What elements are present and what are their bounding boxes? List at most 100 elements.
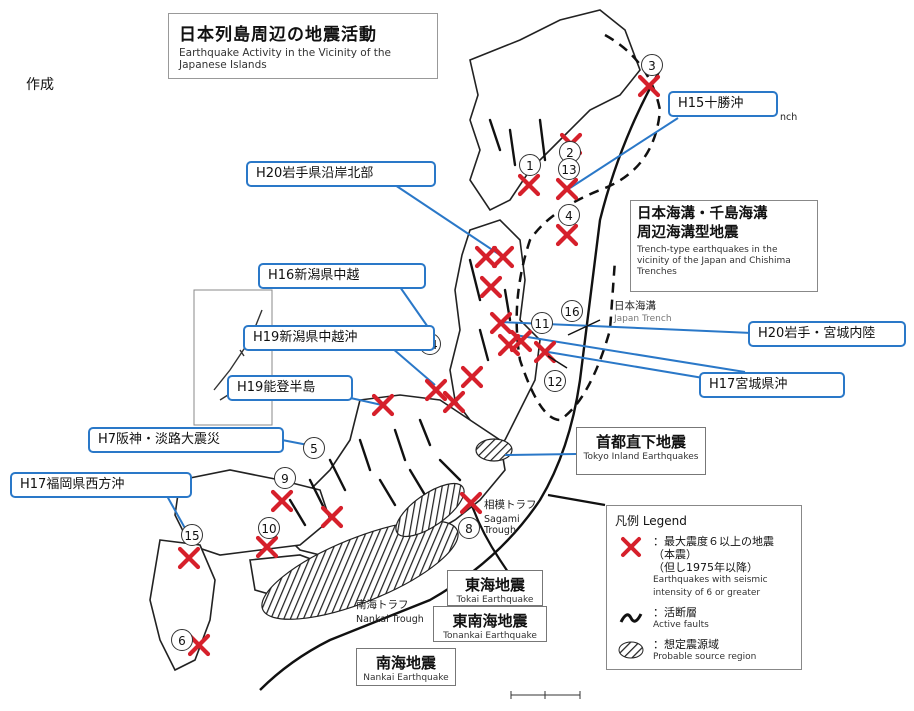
quake-mark <box>474 245 498 269</box>
callout-h7: H7阪神・淡路大震災 <box>88 427 284 453</box>
hokkaido-outline <box>469 9 641 212</box>
legend-quake-jp2: （但し1975年以降） <box>653 561 758 574</box>
zone-tonankai: 東南海地震 Tonankai Earthquake <box>433 606 547 642</box>
trench-title-en: Trench-type earthquakes in the vicinity … <box>637 245 791 277</box>
legend: 凡例 Legend ：最大震度６以上の地震（本震） （但し1975年以降） Ea… <box>606 505 802 670</box>
quake-mark <box>491 245 515 269</box>
quake-mark <box>187 633 211 657</box>
source-tokai <box>395 482 465 538</box>
zone-nankai-jp: 南海地震 <box>375 654 436 672</box>
quake-mark <box>517 173 541 197</box>
legend-fault-en: Active faults <box>653 620 709 630</box>
quake-mark <box>442 390 466 414</box>
trench-fragment-label: nch <box>780 112 798 123</box>
zone-tokyo: 首都直下地震 Tokyo Inland Earthquakes <box>576 427 706 475</box>
callout-h17-miyagi: H17宮城県沖 <box>699 372 845 398</box>
quake-mark <box>255 535 279 559</box>
japan-trench-label-en: Japan Trench <box>614 314 672 324</box>
callout-h19-noto: H19能登半島 <box>227 375 353 401</box>
event-number: 10 <box>258 517 280 539</box>
sagami-label-jp: 相模トラフ <box>484 499 537 511</box>
kuril-trench-dashed <box>515 33 662 422</box>
japan-trench-line <box>259 69 662 691</box>
event-number: 15 <box>181 524 203 546</box>
event-number: 11 <box>531 312 553 334</box>
legend-heading: 凡例 Legend <box>615 514 687 528</box>
event-number: 4 <box>558 204 580 226</box>
quake-mark <box>270 489 294 513</box>
fault-line-icon <box>619 613 643 623</box>
event-number: 8 <box>458 517 480 539</box>
source-tokyo <box>475 438 513 462</box>
event-number: 3 <box>641 54 663 76</box>
arrow-16 <box>567 319 601 336</box>
legend-fault-row: ：活断層 Active faults <box>615 606 793 632</box>
legend-fault-jp: ：活断層 <box>653 606 697 619</box>
arrow-12 <box>547 355 568 369</box>
quake-mark <box>509 329 533 353</box>
quake-mark <box>460 365 484 389</box>
sagami-trough-line <box>468 499 511 576</box>
quake-mark <box>320 505 344 529</box>
japan-trench-label-jp: 日本海溝 <box>614 300 656 312</box>
event-number: 5 <box>303 437 325 459</box>
quake-mark <box>637 74 661 98</box>
map-title-jp: 日本列島周辺の地震活動 <box>179 25 377 45</box>
quake-marks <box>177 74 661 657</box>
scale-bar <box>510 691 581 699</box>
zone-nankai: 南海地震 Nankai Earthquake <box>356 648 456 686</box>
quake-mark <box>371 393 395 417</box>
legend-source-jp: ：想定震源域 <box>653 638 719 651</box>
inset-frame <box>193 289 273 426</box>
callout-h19-niigata: H19新潟県中越沖 <box>243 325 435 351</box>
source-nankai <box>261 520 459 620</box>
callout-h20-iwate: H20岩手県沿岸北部 <box>246 161 436 187</box>
zone-tokai-en: Tokai Earthquake <box>456 595 534 605</box>
quake-mark <box>424 378 448 402</box>
nankai-trough-label-jp: 南海トラフ <box>356 599 409 611</box>
callout-h15: H15十勝沖 <box>668 91 778 117</box>
event-number: 6 <box>171 629 193 651</box>
trench-title-line2: 周辺海溝型地震 <box>637 225 739 241</box>
event-number: 1 <box>519 154 541 176</box>
side-note: 作成 <box>26 77 54 93</box>
callout-h17-fukuoka: H17福岡県西方沖 <box>10 472 192 498</box>
quake-mark <box>479 275 503 299</box>
zone-tokyo-jp: 首都直下地震 <box>595 433 686 451</box>
quake-mark <box>459 491 483 515</box>
trench-info-box: 日本海溝・千島海溝 周辺海溝型地震 Trench-type earthquake… <box>630 200 818 292</box>
izu-line <box>547 493 606 507</box>
quake-mark <box>497 333 521 357</box>
quake-cross-icon <box>621 537 641 557</box>
map-title-box: 日本列島周辺の地震活動 Earthquake Activity in the V… <box>168 13 438 79</box>
zone-nankai-en: Nankai Earthquake <box>363 673 449 683</box>
event-number: 13 <box>558 158 580 180</box>
callout-h16: H16新潟県中越 <box>258 263 426 289</box>
legend-quake-jp: ：最大震度６以上の地震（本震） <box>653 535 774 561</box>
zone-tokai-jp: 東海地震 <box>464 576 525 594</box>
callout-h20-miyagi: H20岩手・宮城内陸 <box>748 321 906 347</box>
trench-title-line1: 日本海溝・千島海溝 <box>637 206 768 222</box>
legend-source-en: Probable source region <box>653 652 757 662</box>
legend-quake-en: Earthquakes with seismic intensity of 6 … <box>653 575 768 598</box>
quake-mark <box>555 177 579 201</box>
quake-mark <box>555 223 579 247</box>
zone-tonankai-en: Tonankai Earthquake <box>443 631 537 641</box>
map-title-en: Earthquake Activity in the Vicinity of t… <box>179 47 391 71</box>
zone-tonankai-jp: 東南海地震 <box>452 612 528 630</box>
zone-tokai: 東海地震 Tokai Earthquake <box>447 570 543 606</box>
active-faults <box>288 118 547 527</box>
kyushu-outline <box>149 539 216 672</box>
legend-quake-row: ：最大震度６以上の地震（本震） （但し1975年以降） Earthquakes … <box>615 535 793 600</box>
honshu-north-outline <box>449 219 541 452</box>
quake-mark <box>489 311 513 335</box>
event-number: 9 <box>274 467 296 489</box>
legend-source-row: ：想定震源域 Probable source region <box>615 638 793 664</box>
sagami-label-en: Sagami Trough <box>484 514 520 536</box>
zone-tokyo-en: Tokyo Inland Earthquakes <box>583 452 699 462</box>
event-number: 12 <box>544 370 566 392</box>
nankai-trough-label-en: Nankai Trough <box>356 614 424 625</box>
quake-mark <box>177 546 201 570</box>
